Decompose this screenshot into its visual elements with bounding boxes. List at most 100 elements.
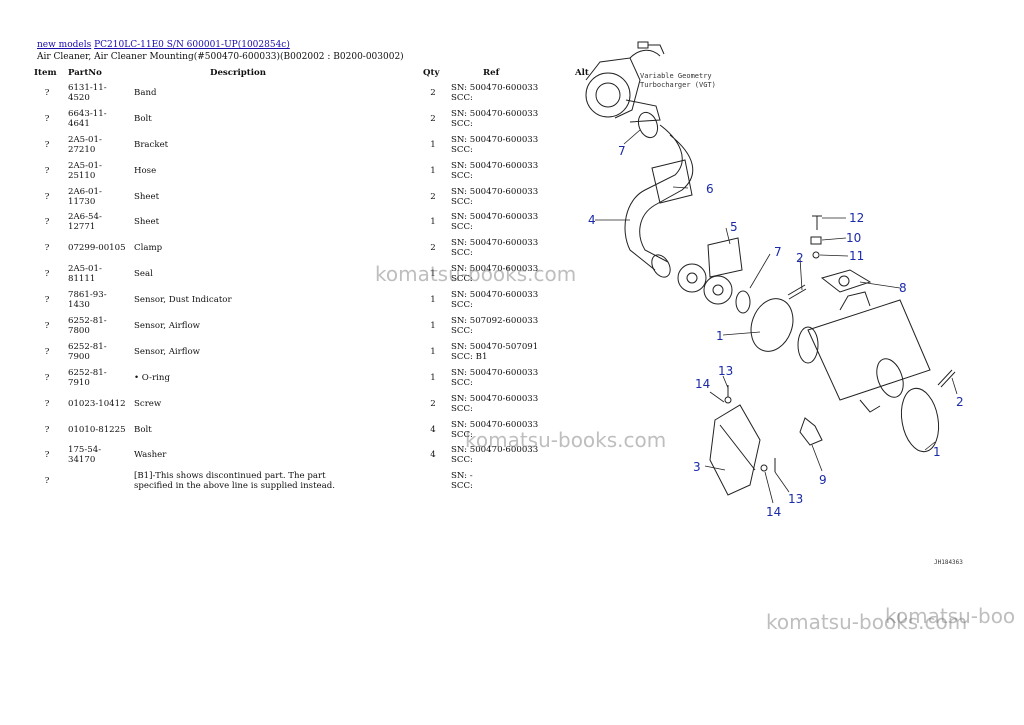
cell-description: • O-ring [134,372,170,383]
callout-14b: 14 [766,505,781,519]
cell-description: Sensor, Airflow [134,320,201,331]
cell-ref-line1: SN: 500470-600033 [451,134,539,145]
col-header-partno: PartNo [68,68,102,78]
cell-ref-line1: SN: 500470-600033 [451,238,539,249]
cell-qty: 1 [430,320,436,331]
cell-partno: 6131-11-4520 [68,82,107,103]
note-text-line2: specified in the above line is supplied … [134,481,335,492]
callout-4: 4 [588,213,596,227]
cell-description: Screw [134,398,162,409]
table-header-row: Item PartNo Description Qty Ref Alt [30,66,599,80]
cell-ref-line2: SCC: [451,377,473,388]
watermark: komatsu-books.com [375,262,577,286]
callout-13: 13 [718,364,733,378]
cell-partno: 2A5-01-81111 [68,264,102,285]
cell-ref-line2: SCC: [451,481,473,492]
cell-item: ? [44,165,50,176]
cell-qty: 1 [430,217,436,228]
callout-1b: 1 [933,445,941,459]
callout-2: 2 [796,251,804,265]
callout-2b: 2 [956,395,964,409]
cell-ref-line1: SN: 500470-600033 [451,212,539,223]
breadcrumb: new models PC210LC-11E0 S/N 600001-UP(10… [37,40,290,50]
cell-ref-line2: SCC: [451,455,473,466]
cell-partno [64,468,130,494]
clamp-drawing [637,111,659,139]
cell-ref-line2: SCC: [451,196,473,207]
cell-ref-line1: SN: - [451,471,473,482]
cell-ref-line2: SCC: [451,222,473,233]
turbocharger-drawing [585,41,665,123]
callout-7b: 7 [774,245,782,259]
cell-qty: 2 [430,113,436,124]
cell-ref-line2: SCC: [451,274,473,285]
cell-item: ? [44,269,50,280]
sheet-drawing [651,159,693,204]
vgt-label-line1: Variable Geometry [640,72,712,80]
cell-item: ? [44,295,50,306]
cell-partno: 07299-00105 [68,243,126,254]
breadcrumb-link-new-models[interactable]: new models [37,40,92,50]
cell-item: ? [44,217,50,228]
cell-partno: 2A5-01-25110 [68,160,102,181]
cell-ref-line1: SN: 507092-600033 [451,315,539,326]
cell-item: ? [44,372,50,383]
cell-ref-line1: SN: 500470-600033 [451,82,539,93]
cell-description: Bolt [134,113,152,124]
cell-qty: 1 [430,269,436,280]
cell-ref-line1: SN: 500470-600033 [451,445,539,456]
breadcrumb-link-model[interactable]: PC210LC-11E0 S/N 600001-UP(1002854c) [94,40,290,50]
cell-ref-line1: SN: 500470-600033 [451,186,539,197]
cell-partno: 01010-81225 [68,424,126,435]
cell-item: ? [44,346,50,357]
cell-ref-line2: SCC: [451,144,473,155]
cell-ref-line2: SCC: [451,429,473,440]
table-row-note: ?[B1]-This shows discontinued part. The … [30,468,599,494]
cell-description: Sheet [134,217,160,228]
bracket-drawing [709,404,761,496]
cell-item: ? [44,476,50,487]
col-header-description: Description [210,68,267,78]
cell-ref-line2: SCC: B1 [451,351,488,362]
cell-qty: 1 [430,139,436,150]
callout-12: 12 [849,211,864,225]
callout-5: 5 [730,220,738,234]
cell-partno: 2A5-01-27210 [68,134,102,155]
callout-13b: 13 [788,492,803,506]
cell-partno: 01023-10412 [68,398,126,409]
hose-drawing [624,124,694,271]
seal-drawing [820,269,872,293]
cell-partno: 6252-81-7910 [68,367,107,388]
callout-1: 1 [716,329,724,343]
cell-item: ? [44,243,50,254]
cell-item: ? [44,191,50,202]
cell-partno: 175-54-34170 [68,445,102,466]
cell-item: ? [44,113,50,124]
watermark: komatsu-boo [885,604,1016,628]
cell-qty: 2 [430,87,436,98]
cell-item: ? [44,87,50,98]
cell-ref-line1: SN: 500470-507091 [451,341,539,352]
cell-item: ? [44,424,50,435]
cell-ref: SN: -SCC: [447,468,571,494]
